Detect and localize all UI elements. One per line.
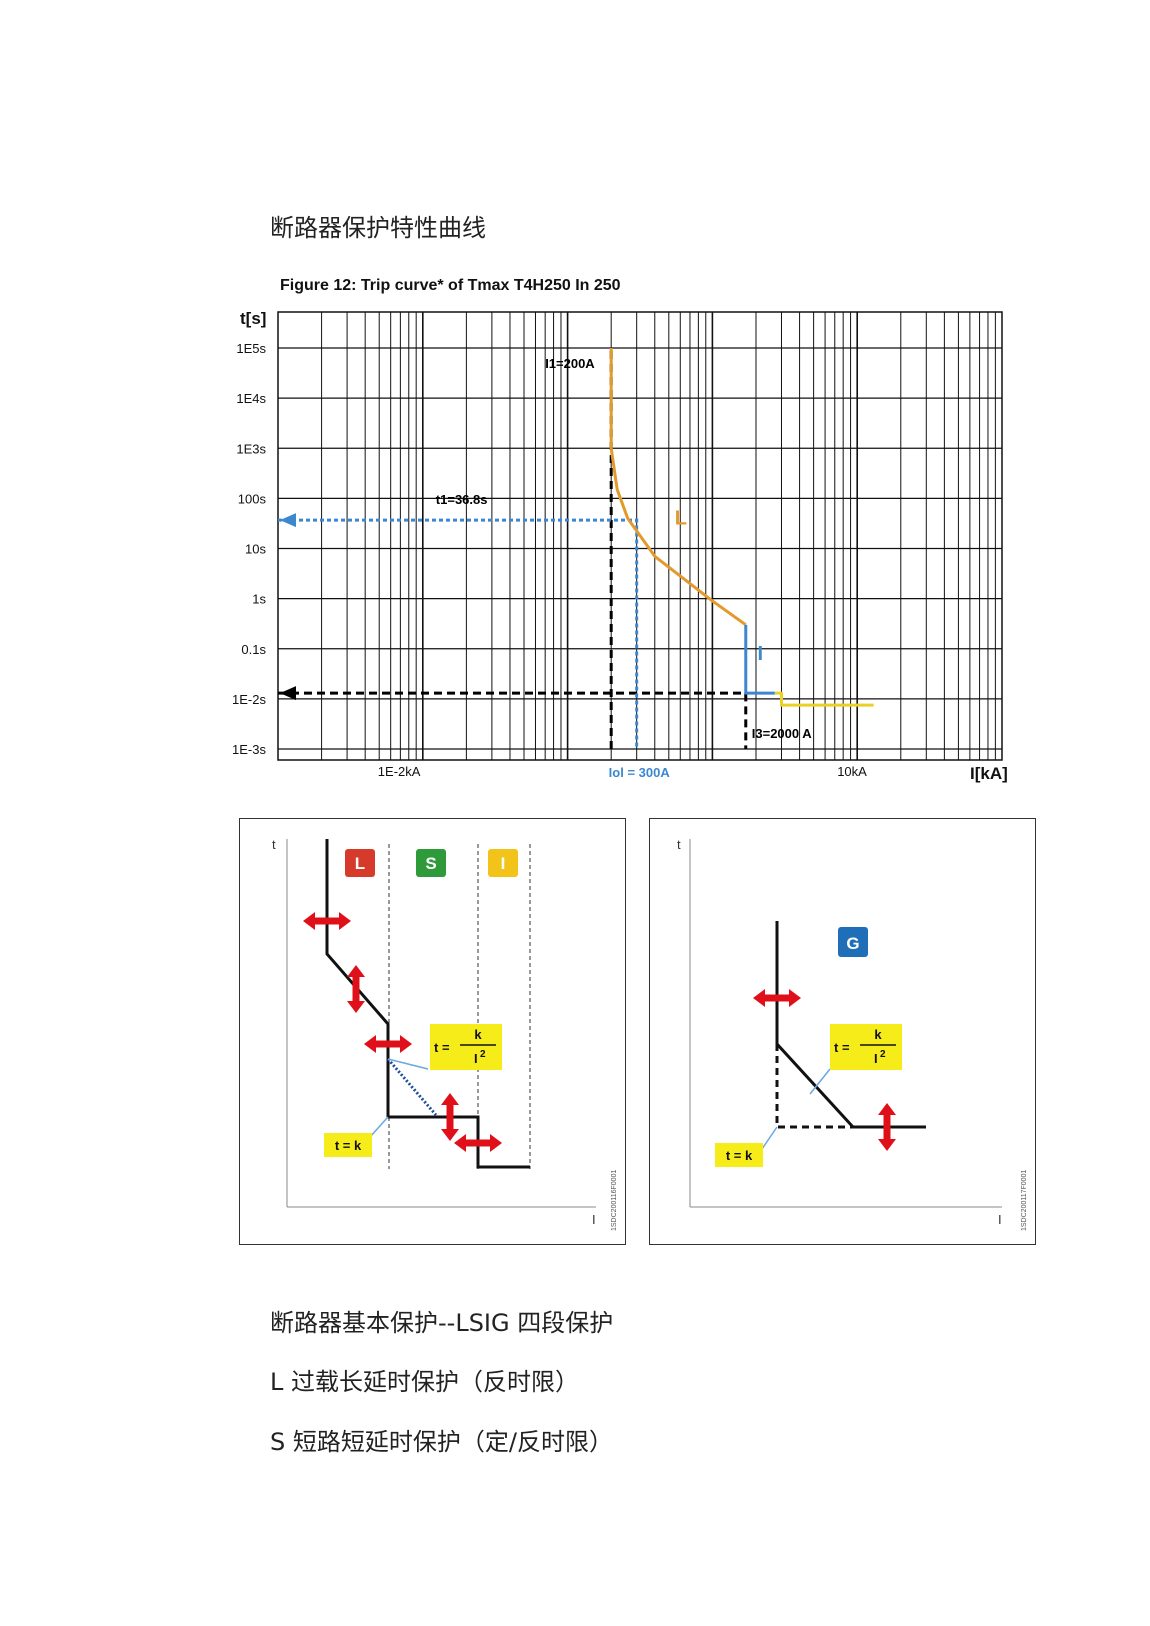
chart-title: Figure 12: Trip curve* of Tmax T4H250 In… <box>280 277 621 294</box>
section-heading-lsig: 断路器基本保护--LSIG 四段保护 <box>270 1309 614 1337</box>
svg-text:t = k: t = k <box>335 1138 362 1153</box>
item-s-short-circuit: S 短路短延时保护（定/反时限） <box>270 1428 613 1456</box>
annotation-t1: t1=36.8s <box>436 492 488 507</box>
trip-curve-series <box>609 348 874 707</box>
badge-i: I <box>488 849 518 877</box>
y-tick-label: 1E5s <box>236 341 266 356</box>
lsi-diagram-panel: t I L S I t = k I 2 <box>239 818 626 1245</box>
guide-line-2 <box>278 518 639 749</box>
formula-leader <box>809 1068 831 1095</box>
series-line-L <box>609 348 747 627</box>
section-heading-protection-curve: 断路器保护特性曲线 <box>270 214 486 242</box>
t-axis-label: t <box>272 837 276 852</box>
guide-arrowhead <box>280 513 296 528</box>
series-line-tail <box>774 691 874 707</box>
svg-text:I: I <box>501 854 506 873</box>
inverse-time-dotted <box>386 1058 438 1116</box>
t-axis-label: t <box>677 837 681 852</box>
g-definite-dashed <box>775 1044 853 1129</box>
svg-text:k: k <box>474 1027 482 1042</box>
tk-box: t = k <box>324 1133 372 1157</box>
svg-text:t =: t = <box>834 1040 850 1055</box>
guide-lines <box>278 348 748 749</box>
trip-curve-chart: Figure 12: Trip curve* of Tmax T4H250 In… <box>232 277 1008 783</box>
y-tick-label: 1s <box>252 592 266 607</box>
badge-s: S <box>416 849 446 877</box>
figure-code: 1SDC200116F0001 <box>611 1170 618 1231</box>
i-axis-label: I <box>998 1212 1002 1227</box>
x-tick-label: 10kA <box>837 764 867 779</box>
series-line-I <box>744 624 775 695</box>
annotation-iol: Iol = 300A <box>609 765 671 780</box>
i-axis-label: I <box>592 1212 596 1227</box>
svg-text:L: L <box>355 854 365 873</box>
x-tick-label: 1E-2kA <box>378 764 421 779</box>
y-axis-label: t[s] <box>240 309 266 328</box>
g-diagram-panel: t I G t = k I 2 t = k 1SDC200117F0001 <box>649 818 1036 1245</box>
y-tick-label: 1E-2s <box>232 692 266 707</box>
guide-line-1 <box>278 691 748 749</box>
svg-text:t = k: t = k <box>726 1148 753 1163</box>
annotation-L: L <box>675 508 687 530</box>
formula-leader <box>387 1058 429 1070</box>
svg-text:t =: t = <box>434 1040 450 1055</box>
y-tick-label: 0.1s <box>241 642 266 657</box>
svg-text:2: 2 <box>880 1049 886 1060</box>
guide-arrowhead <box>280 686 296 701</box>
tk-box: t = k <box>715 1143 763 1167</box>
badge-g: G <box>838 927 868 957</box>
annotation-i3: I3=2000 A <box>752 726 812 741</box>
svg-text:I: I <box>874 1051 878 1066</box>
svg-text:S: S <box>425 854 436 873</box>
y-tick-labels: 1E5s 1E4s 1E3s 100s 10s 1s 0.1s 1E-2s 1E-3s <box>232 341 266 757</box>
badge-l: L <box>345 849 375 877</box>
figure-code: 1SDC200117F0001 <box>1021 1170 1028 1231</box>
item-l-overload: L 过载长延时保护（反时限） <box>270 1368 579 1396</box>
y-tick-label: 1E-3s <box>232 742 266 757</box>
formula-box: t = k I 2 <box>430 1024 502 1070</box>
x-tick-labels: 1E-2kA 10kA <box>378 764 867 779</box>
tk-leader <box>761 1126 778 1150</box>
svg-text:I: I <box>474 1051 478 1066</box>
svg-text:2: 2 <box>480 1049 486 1060</box>
formula-box: t = k I 2 <box>830 1024 902 1070</box>
adjust-arrow-l-v <box>347 965 365 1013</box>
y-tick-label: 100s <box>238 491 267 506</box>
annotation-i1: I1=200A <box>545 356 595 371</box>
y-tick-label: 1E3s <box>236 441 266 456</box>
y-tick-label: 1E4s <box>236 391 266 406</box>
svg-text:k: k <box>874 1027 882 1042</box>
svg-text:G: G <box>846 934 859 953</box>
x-axis-label: I[kA] <box>970 764 1008 783</box>
plot-frame <box>277 311 1003 761</box>
y-tick-label: 10s <box>245 542 266 557</box>
annotation-I: I <box>758 643 764 665</box>
tk-leader <box>369 1116 389 1138</box>
